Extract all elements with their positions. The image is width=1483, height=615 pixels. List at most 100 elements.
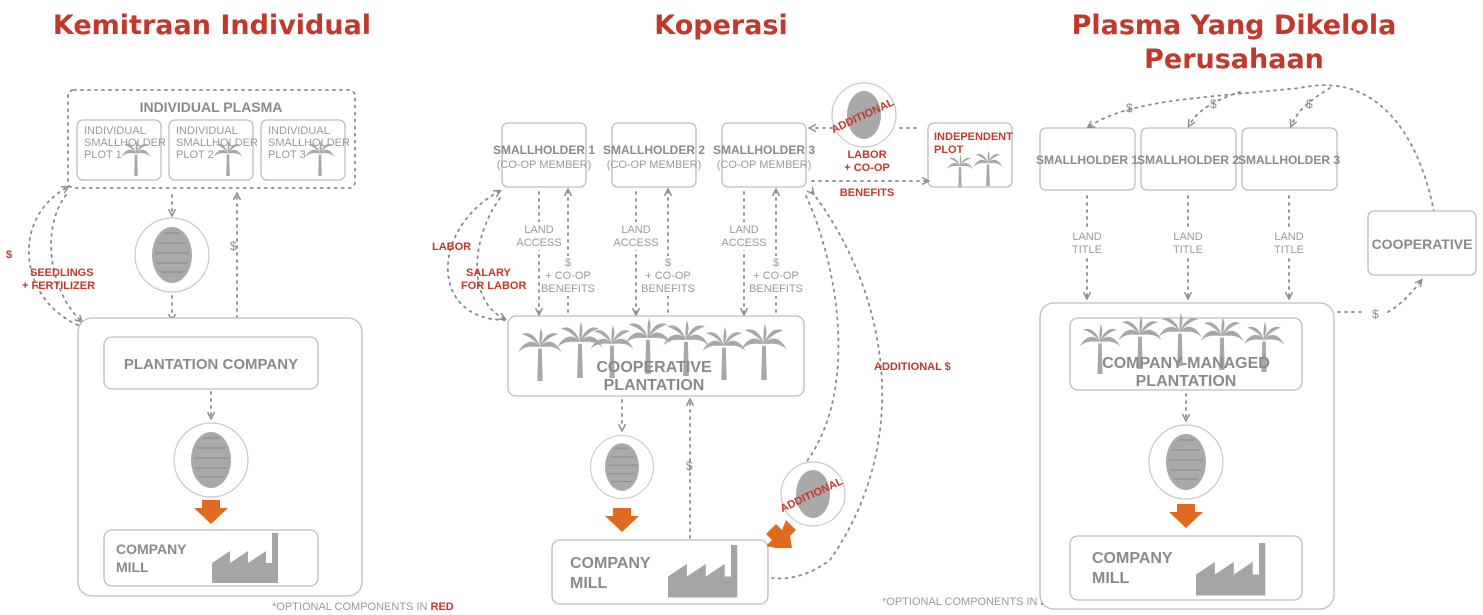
land-title-label-1: LAND TITLE: [1070, 228, 1104, 256]
plot-3-box: INDIVIDUAL SMALLHOLDER PLOT 3: [260, 119, 350, 181]
svg-text:INDIVIDUAL: INDIVIDUAL: [84, 125, 146, 137]
mill-label-2: MILL: [116, 559, 149, 575]
svg-text:SMALLHOLDER: SMALLHOLDER: [268, 137, 350, 149]
panel-cooperative: Koperasi SMALLHOLDER 1 (CO-OP MEMBER) SM…: [432, 10, 1064, 608]
svg-text:$: $: [565, 257, 571, 269]
dollar-red-label: $: [6, 249, 12, 261]
mill-label-1: COMPANY: [1092, 550, 1173, 567]
svg-text:LAND: LAND: [621, 224, 650, 236]
company-mill-box-3: [1069, 535, 1303, 601]
dollar-label: $: [686, 459, 693, 473]
svg-text:PLOT 1: PLOT 1: [84, 149, 122, 161]
panel-3-title-line-2: Perusahaan: [1144, 44, 1324, 75]
svg-text:INDEPENDENT: INDEPENDENT: [934, 131, 1013, 143]
orange-arrow-icon: [1169, 504, 1203, 528]
svg-text:LAND: LAND: [729, 224, 758, 236]
mill-label-2: MILL: [1092, 570, 1130, 587]
seedlings-label-1: SEEDLINGS: [30, 267, 94, 279]
plot-2-box: INDIVIDUAL SMALLHOLDER PLOT 2: [168, 119, 258, 181]
labor-label: LABOR: [432, 241, 471, 253]
dollar-label: $: [1210, 97, 1217, 111]
svg-text:ACCESS: ACCESS: [613, 237, 658, 249]
land-access-label-1: LAND ACCESS: [516, 222, 562, 250]
svg-text:PLOT 3: PLOT 3: [268, 149, 306, 161]
cooperative-box: COOPERATIVE: [1367, 210, 1477, 276]
panel-individual: Kemitraan Individual INDIVIDUAL PLASMA I…: [6, 10, 454, 613]
smallholder-2-box: SMALLHOLDER 2 (CO-OP MEMBER): [603, 122, 705, 188]
svg-text:SMALLHOLDER: SMALLHOLDER: [84, 137, 166, 149]
salary-label-2: FOR LABOR: [461, 280, 526, 292]
optional-note: *OPTIONAL COMPONENTS IN RED: [272, 601, 454, 613]
individual-plasma-label: INDIVIDUAL PLASMA: [140, 99, 283, 115]
svg-text:PLOT 2: PLOT 2: [176, 149, 214, 161]
svg-text:(CO-OP MEMBER): (CO-OP MEMBER): [717, 159, 812, 171]
seedlings-label-2: + FERTILIZER: [22, 280, 95, 292]
svg-text:$: $: [665, 257, 671, 269]
panel-2-title: Koperasi: [654, 10, 788, 41]
land-access-label-2: LAND ACCESS: [613, 222, 659, 250]
palm-fruit-icon: [134, 217, 210, 293]
additional-fruit-badge-top: ADDITIONAL: [829, 82, 897, 148]
palm-fruit-icon: [1148, 424, 1224, 500]
smallholder-3-box-p3: SMALLHOLDER 3: [1238, 127, 1340, 191]
additional-dollar-label: ADDITIONAL $: [874, 361, 951, 373]
svg-text:PLANTATION: PLANTATION: [604, 377, 705, 394]
svg-text:LAND: LAND: [1072, 231, 1101, 243]
orange-arrow-icon: [766, 520, 796, 548]
company-managed-plantation-box: COMPANY-MANAGED PLANTATION: [1069, 312, 1303, 391]
smallholder-2-box-p3: SMALLHOLDER 2: [1137, 127, 1239, 191]
dollar-label: $: [230, 239, 237, 253]
panel-company-managed: Plasma Yang Dikelola Perusahaan SMALLHOL…: [1036, 10, 1477, 610]
salary-label-1: SALARY: [466, 267, 511, 279]
palm-fruit-icon: [590, 435, 654, 499]
labor-benefits-3: BENEFITS: [840, 187, 894, 199]
mill-label-2: MILL: [570, 575, 608, 592]
panel-3-title-line-1: Plasma Yang Dikelola: [1072, 10, 1397, 41]
svg-text:SMALLHOLDER 3: SMALLHOLDER 3: [1238, 153, 1340, 167]
labor-benefits-1: LABOR: [847, 149, 886, 161]
svg-text:SMALLHOLDER 1: SMALLHOLDER 1: [1036, 153, 1138, 167]
svg-text:TITLE: TITLE: [1274, 244, 1304, 256]
land-title-label-3: LAND TITLE: [1272, 228, 1306, 256]
smallholder-1-box-p3: SMALLHOLDER 1: [1036, 127, 1138, 191]
coop-benefits-label-2: $ + CO-OP BENEFITS: [641, 256, 695, 296]
svg-text:$: $: [773, 257, 779, 269]
labor-benefits-2: + CO-OP: [844, 162, 890, 174]
independent-plot-box: INDEPENDENT PLOT: [927, 122, 1013, 188]
land-title-label-2: LAND TITLE: [1171, 228, 1205, 256]
svg-text:SMALLHOLDER: SMALLHOLDER: [176, 137, 258, 149]
svg-text:(CO-OP MEMBER): (CO-OP MEMBER): [497, 159, 592, 171]
orange-arrow-icon: [194, 500, 228, 524]
cooperative-plantation-box: COOPERATIVE PLANTATION: [507, 315, 805, 397]
plantation-company-box: [103, 336, 319, 390]
svg-text:COOPERATIVE: COOPERATIVE: [1372, 236, 1473, 252]
svg-text:BENEFITS: BENEFITS: [541, 283, 595, 295]
optional-note-2: *OPTIONAL COMPONENTS IN RED: [882, 596, 1064, 608]
svg-text:PLANTATION: PLANTATION: [1136, 373, 1237, 390]
company-mill-box: [103, 529, 319, 587]
additional-fruit-badge-bottom: ADDITIONAL: [778, 461, 846, 527]
dollar-label: $: [1126, 101, 1133, 115]
svg-text:ACCESS: ACCESS: [516, 237, 561, 249]
svg-text:SMALLHOLDER 2: SMALLHOLDER 2: [1137, 153, 1239, 167]
svg-text:SMALLHOLDER 2: SMALLHOLDER 2: [603, 143, 705, 157]
dollar-label: $: [1306, 97, 1313, 111]
svg-text:INDIVIDUAL: INDIVIDUAL: [176, 125, 238, 137]
smallholder-3-box: SMALLHOLDER 3 (CO-OP MEMBER): [713, 122, 815, 188]
dollar-label: $: [1372, 307, 1379, 321]
plantation-company-label: PLANTATION COMPANY: [124, 356, 298, 373]
svg-text:COOPERATIVE: COOPERATIVE: [596, 359, 712, 376]
svg-text:SMALLHOLDER 3: SMALLHOLDER 3: [713, 143, 815, 157]
individual-plasma-group: [67, 89, 356, 189]
svg-text:+ CO-OP: + CO-OP: [545, 270, 591, 282]
svg-text:+ CO-OP: + CO-OP: [753, 270, 799, 282]
plot-1-box: INDIVIDUAL SMALLHOLDER PLOT 1: [76, 119, 166, 181]
orange-arrow-icon: [605, 508, 639, 532]
svg-text:ACCESS: ACCESS: [721, 237, 766, 249]
svg-text:LAND: LAND: [1274, 231, 1303, 243]
smallholder-1-box: SMALLHOLDER 1 (CO-OP MEMBER): [493, 122, 595, 188]
panel-1-title: Kemitraan Individual: [53, 10, 371, 41]
coop-benefits-label-3: $ + CO-OP BENEFITS: [749, 256, 803, 296]
svg-text:PLOT: PLOT: [934, 144, 964, 156]
